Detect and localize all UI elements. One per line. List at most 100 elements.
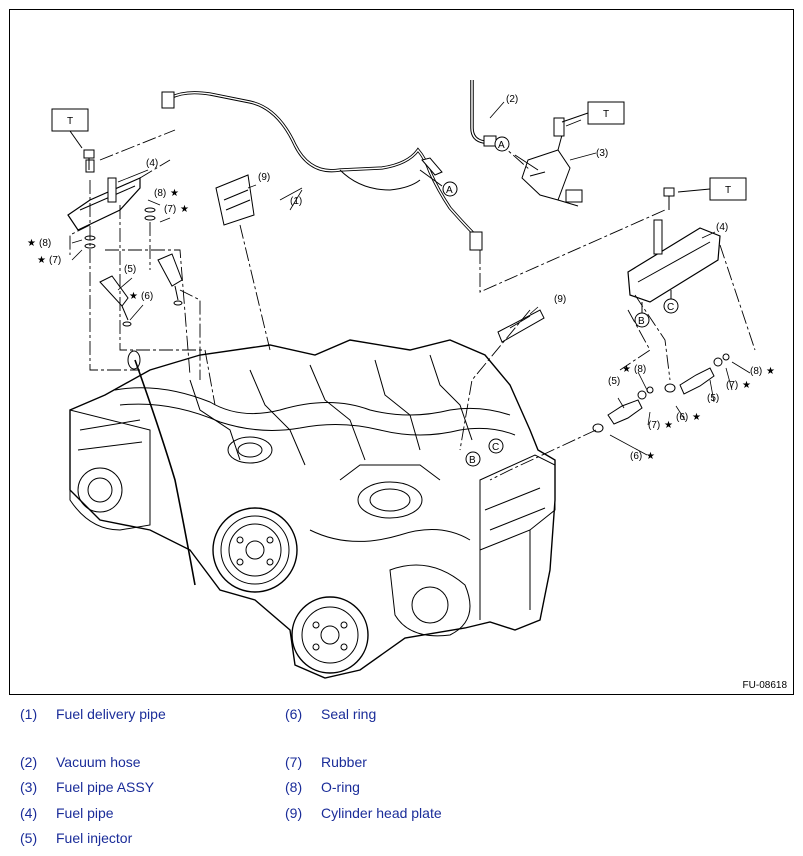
callout-4-left: (4) <box>146 158 158 169</box>
vacuum-hose <box>470 80 497 147</box>
legend-num: (1) <box>20 706 38 722</box>
legend-text: Fuel injector <box>56 830 133 846</box>
legend-text: Fuel pipe <box>56 805 114 821</box>
dipstick <box>134 359 196 586</box>
callout-8-c: (8) <box>634 364 646 375</box>
torque-box-right <box>677 177 747 201</box>
connector-c-1-label: C <box>667 302 674 313</box>
star-8-b: ★ <box>27 238 36 249</box>
legend-item: (7) Rubber <box>285 754 367 770</box>
fuel-delivery-pipe <box>161 91 483 251</box>
legend-text: Vacuum hose <box>56 754 141 770</box>
callout-2: (2) <box>506 94 518 105</box>
legend-num: (4) <box>20 805 38 821</box>
torque-label-top: T <box>603 109 609 120</box>
connector-b-2-label: B <box>469 455 476 466</box>
legend-num: (2) <box>20 754 38 770</box>
diagram-frame: T T T (4) (4) (1) (2) (3) (9) (9) (8) ★ … <box>9 9 794 695</box>
connector-a-2-label: A <box>498 140 505 151</box>
assembly-lines <box>69 129 756 481</box>
connector-a-1 <box>442 181 458 197</box>
leader-lines <box>71 101 751 456</box>
bolt-left <box>83 149 95 170</box>
callout-6-c: (6) <box>676 412 688 423</box>
legend-item: (1) Fuel delivery pipe <box>20 706 166 722</box>
fuel-injector-right-2 <box>679 353 730 395</box>
legend: (1) Fuel delivery pipe (6) Seal ring (2) Va… <box>0 700 803 856</box>
callout-1: (1) <box>290 196 302 207</box>
star-7-a: ★ <box>180 204 189 215</box>
callout-7-d: (7) <box>726 380 738 391</box>
callout-5-left: (5) <box>124 264 136 275</box>
lower-pulley <box>291 596 369 674</box>
callout-6-left: (6) <box>141 291 153 302</box>
star-6-c: ★ <box>692 412 701 423</box>
callout-8-b: (8) <box>39 238 51 249</box>
callout-7-a: (7) <box>164 204 176 215</box>
legend-item: (6) Seal ring <box>285 706 376 722</box>
star-8-d: ★ <box>766 366 775 377</box>
callout-5-right-b: (5) <box>707 393 719 404</box>
connector-c-2-label: C <box>492 442 499 453</box>
engine-block <box>69 339 556 679</box>
connector-a-1-label: A <box>446 185 453 196</box>
torque-label-left: T <box>67 116 73 127</box>
bolt-right <box>663 187 675 210</box>
star-8-a: ★ <box>170 188 179 199</box>
legend-num: (6) <box>285 706 303 722</box>
callout-9-left: (9) <box>258 172 270 183</box>
legend-item: (9) Cylinder head plate <box>285 805 442 821</box>
callout-7-b: (7) <box>49 255 61 266</box>
legend-num: (5) <box>20 830 38 846</box>
fuel-system-exploded-diagram: T T T (4) (4) (1) (2) (3) (9) (9) (8) ★ … <box>27 80 775 679</box>
connector-c-2 <box>488 438 504 454</box>
legend-num: (9) <box>285 805 303 821</box>
legend-text: Seal ring <box>321 706 377 722</box>
callout-4-right: (4) <box>716 222 728 233</box>
callout-5-right-a: (5) <box>608 376 620 387</box>
legend-item: (3) Fuel pipe ASSY <box>20 779 154 795</box>
legend-text: Fuel delivery pipe <box>56 706 166 722</box>
callout-6-d: (6) <box>630 451 642 462</box>
legend-num: (3) <box>20 779 38 795</box>
fuel-pipe-left <box>67 159 156 249</box>
torque-box-left <box>51 108 89 149</box>
fuel-injector-left-1 <box>99 275 132 327</box>
star-6-d: ★ <box>646 451 655 462</box>
fuel-injector-left-2 <box>157 253 183 306</box>
star-6-left: ★ <box>129 291 138 302</box>
star-7-c: ★ <box>664 420 673 431</box>
connector-b-1-label: B <box>638 316 645 327</box>
fuel-pipe-right <box>627 219 721 303</box>
torque-label-right: T <box>725 185 731 196</box>
seal-ring-right-1 <box>592 423 604 433</box>
connector-a-2 <box>494 136 510 152</box>
star-7-b: ★ <box>37 255 46 266</box>
star-8-c: ★ <box>622 364 631 375</box>
crank-pulley <box>212 507 298 593</box>
callout-3: (3) <box>596 148 608 159</box>
star-7-d: ★ <box>742 380 751 391</box>
legend-num: (7) <box>285 754 303 770</box>
seal-ring-right-2 <box>664 383 676 393</box>
legend-item: (2) Vacuum hose <box>20 754 141 770</box>
torque-box-top <box>561 101 625 125</box>
legend-text: O-ring <box>321 779 360 795</box>
connector-b-2 <box>465 451 481 467</box>
legend-item: (8) O-ring <box>285 779 360 795</box>
cylinder-head-plate-left <box>215 174 255 226</box>
legend-item: (4) Fuel pipe <box>20 805 114 821</box>
fuel-pipe-assy <box>521 117 583 207</box>
callout-8-d: (8) <box>750 366 762 377</box>
legend-text: Rubber <box>321 754 367 770</box>
legend-item: (5) Fuel injector <box>20 830 132 846</box>
arrow-a-to-assy <box>514 154 539 171</box>
callout-9-right: (9) <box>554 294 566 305</box>
callout-8-a: (8) <box>154 188 166 199</box>
figure-id: FU-08618 <box>742 680 787 691</box>
cylinder-head-plate-right <box>497 309 545 343</box>
legend-num: (8) <box>285 779 303 795</box>
fuel-injector-right-1 <box>607 386 654 425</box>
legend-text: Fuel pipe ASSY <box>56 779 155 795</box>
legend-text: Cylinder head plate <box>321 805 442 821</box>
